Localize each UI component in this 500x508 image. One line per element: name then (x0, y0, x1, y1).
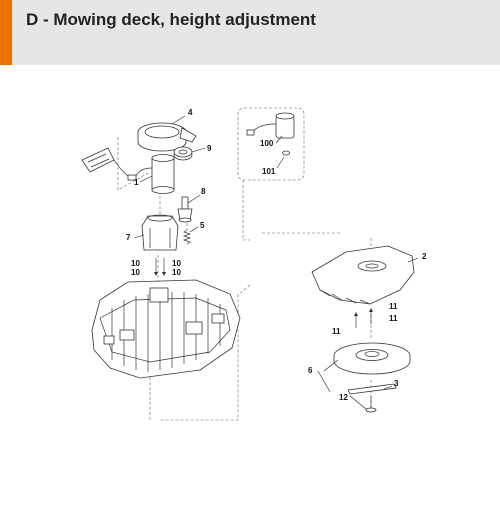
part-3-blade (347, 383, 397, 395)
page-header: D - Mowing deck, height adjustment (0, 0, 500, 65)
part-5-spring (182, 229, 192, 245)
callout-10-d: 10 (172, 268, 181, 277)
page-title: D - Mowing deck, height adjustment (26, 10, 316, 29)
mower-chassis (91, 279, 241, 379)
callout-11-c: 11 (332, 327, 341, 336)
callout-10-c: 10 (131, 268, 140, 277)
callout-4: 4 (188, 108, 193, 117)
callout-8: 8 (201, 187, 206, 196)
callout-5: 5 (200, 221, 205, 230)
callout-labels: 4 9 1 8 5 7 10 10 10 10 100 101 2 11 11 … (126, 108, 427, 402)
part-1-motor (135, 154, 175, 194)
part-2-deck-cover (311, 245, 415, 305)
exploded-parts-diagram: 4 9 1 8 5 7 10 10 10 10 100 101 2 11 11 … (81, 107, 427, 421)
part-12-screw (365, 396, 377, 413)
part-4-ring (137, 122, 197, 152)
part-100-inset (237, 107, 305, 181)
callout-9: 9 (207, 144, 212, 153)
callout-10-b: 10 (172, 259, 181, 268)
chassis-ribs (111, 292, 221, 372)
part-7-housing (141, 214, 179, 251)
callout-1: 1 (134, 178, 139, 187)
part-9-gear (173, 146, 193, 161)
callout-2: 2 (422, 252, 427, 261)
part-10-screws (154, 258, 166, 276)
callout-10-a: 10 (131, 259, 140, 268)
connector-bracket (81, 147, 137, 181)
callout-101: 101 (262, 167, 276, 176)
callout-100: 100 (260, 139, 274, 148)
part-11-screws (354, 308, 373, 328)
part-6-blade-disc (333, 342, 411, 375)
callout-12: 12 (339, 393, 348, 402)
callout-leader-lines (133, 115, 419, 410)
part-8-spindle (177, 196, 193, 223)
callout-11-b: 11 (389, 314, 398, 323)
callout-11-a: 11 (389, 302, 398, 311)
header-accent-bar (0, 0, 12, 65)
callout-6: 6 (308, 366, 313, 375)
callout-3: 3 (394, 379, 399, 388)
callout-7: 7 (126, 233, 131, 242)
